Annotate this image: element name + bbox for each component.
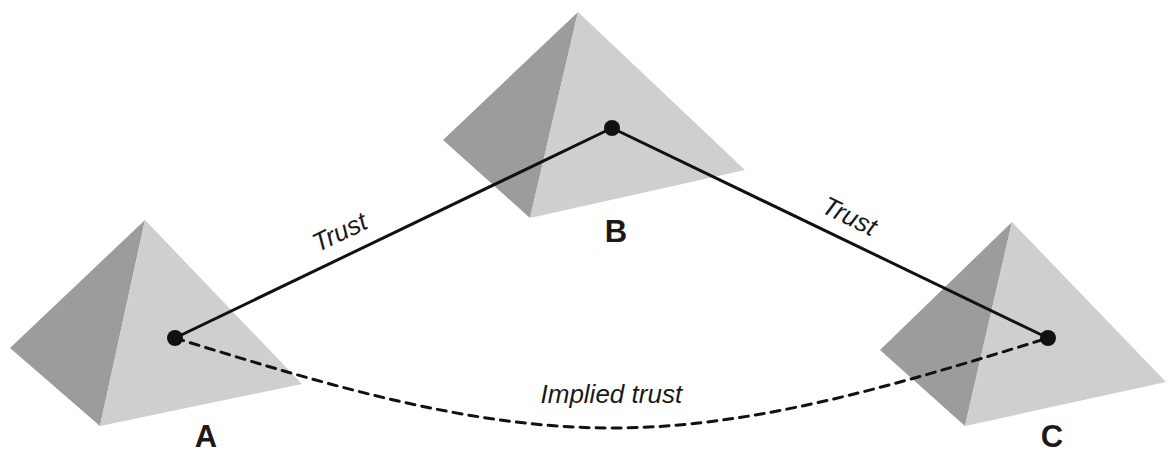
edge-label: Trust (308, 208, 371, 256)
pyramid-shape (443, 12, 745, 218)
pyramid-shape (880, 222, 1166, 426)
node-label: C (1041, 421, 1063, 452)
pyramid-node: A (10, 220, 302, 426)
pyramid-face-light (530, 12, 745, 218)
pyramid-node: C (880, 222, 1166, 426)
pyramid-node: B (443, 12, 745, 218)
pyramid-face-light (100, 220, 302, 426)
pyramid-face-light (965, 222, 1166, 426)
node-label: A (195, 421, 217, 452)
node-label: B (605, 216, 627, 247)
edge-label: Trust (818, 191, 881, 239)
edge-label: Implied trust (541, 381, 683, 407)
pyramid-shape (10, 220, 302, 426)
